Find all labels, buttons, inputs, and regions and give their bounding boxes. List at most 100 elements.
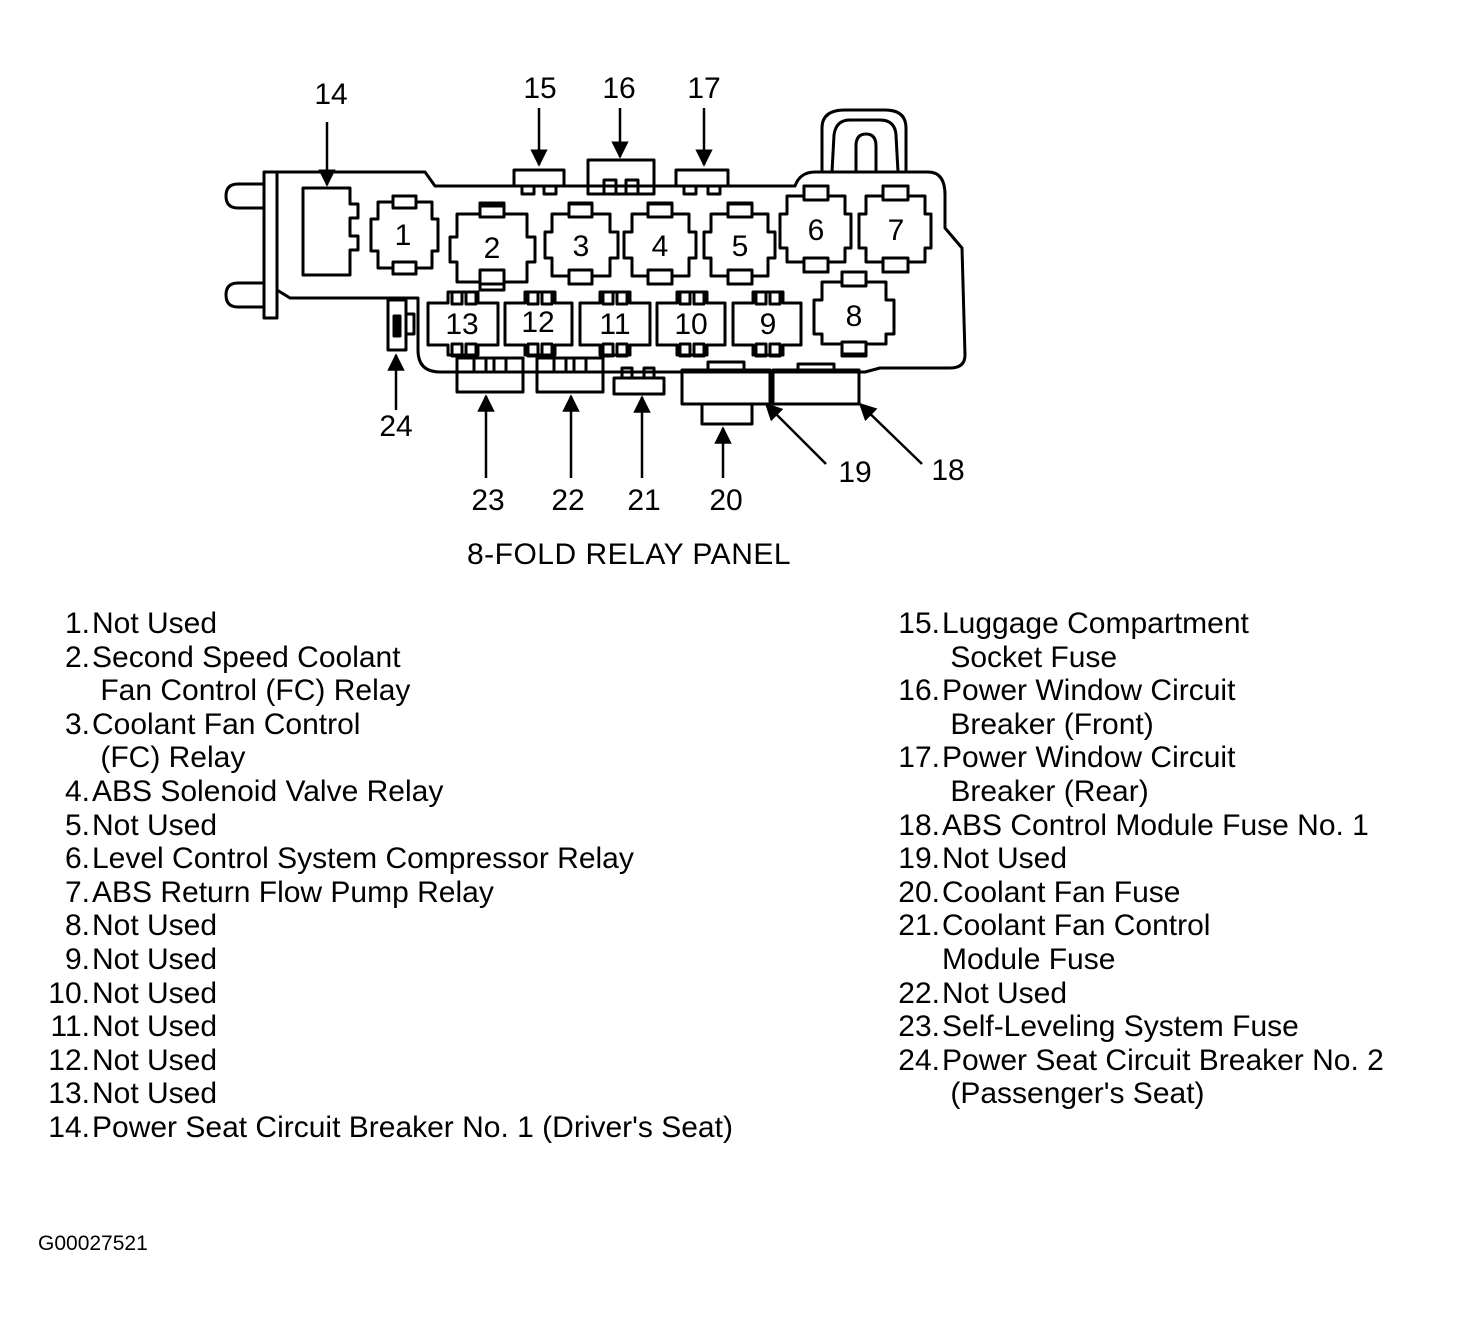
legend-item-number: 9. (64, 942, 90, 976)
legend-item-number (882, 1077, 940, 1111)
relay-3 (543, 201, 620, 286)
connector-boss-inner (830, 118, 900, 173)
legend-item-number: 18. (898, 808, 940, 842)
relay-10 (655, 290, 727, 358)
legend-item: 16.Power Window Circuit (882, 674, 1384, 708)
legend-item: 18.ABS Control Module Fuse No. 1 (882, 809, 1384, 843)
legend-item-number: 20. (898, 875, 940, 909)
legend-item: 3.Coolant Fan Control (30, 708, 733, 742)
legend-item: 5.Not Used (30, 809, 733, 843)
legend-item: 8.Not Used (30, 909, 733, 943)
fuse-20 (700, 402, 754, 426)
legend-item: 7.ABS Return Flow Pump Relay (30, 876, 733, 910)
legend-item-text: Self-Leveling System Fuse (942, 1010, 1299, 1044)
legend-item-number (882, 775, 940, 809)
legend-item-number: 7. (64, 875, 90, 909)
legend-item-number: 6. (64, 842, 90, 876)
callout-21: 21 (627, 484, 660, 517)
legend-item: 6.Level Control System Compressor Relay (30, 842, 733, 876)
legend-item: 10.Not Used (30, 977, 733, 1011)
legend-item: 13.Not Used (30, 1077, 733, 1111)
callout-24: 24 (379, 410, 412, 443)
relay-number-7: 7 (888, 214, 905, 247)
legend-item-number: 10. (48, 976, 90, 1010)
relay-2 (448, 201, 537, 292)
panel-housing (275, 170, 967, 374)
legend-item: 11.Not Used (30, 1010, 733, 1044)
legend-item-number (882, 708, 940, 742)
mounting-bracket (262, 170, 279, 320)
relay-12 (503, 290, 574, 358)
relay-number-11: 11 (599, 308, 630, 341)
legend-item: 14.Power Seat Circuit Breaker No. 1 (Dri… (30, 1111, 733, 1145)
legend-item: 20.Coolant Fan Fuse (882, 876, 1384, 910)
legend-item-text: Luggage Compartment (942, 607, 1249, 640)
legend-item: 15.Luggage Compartment (882, 607, 1384, 641)
relay-number-3: 3 (573, 230, 590, 263)
fuse-23 (455, 356, 525, 394)
diagram-title: 8-FOLD RELAY PANEL (466, 538, 792, 571)
relay-number-9: 9 (760, 308, 777, 341)
legend-item-text: (Passenger's Seat) (942, 1077, 1205, 1111)
legend-item-number: 19. (898, 842, 940, 876)
fuse-21 (612, 366, 666, 396)
callout-17: 17 (687, 72, 720, 105)
legend-item-text: Coolant Fan Control (92, 707, 361, 741)
legend-item: 17.Power Window Circuit (882, 741, 1384, 775)
legend-item: 1.Not Used (30, 607, 733, 641)
legend-item: Breaker (Rear) (882, 775, 1384, 809)
legend-item-text: Not Used (92, 1010, 218, 1044)
legend-item-number: 3. (64, 707, 90, 741)
relay-13 (426, 290, 500, 358)
legend-item: 24.Power Seat Circuit Breaker No. 2 (882, 1044, 1384, 1078)
legend-item-number: 15. (898, 607, 940, 640)
legend-item-text: ABS Solenoid Valve Relay (92, 774, 444, 808)
legend-item-number: 13. (48, 1077, 90, 1111)
figure-id: G00027521 (38, 1232, 148, 1255)
legend-item-text: ABS Control Module Fuse No. 1 (942, 808, 1369, 842)
fuse-19 (680, 360, 772, 406)
callout-23: 23 (471, 484, 504, 517)
legend-item: 19.Not Used (882, 842, 1384, 876)
legend-item-number: 1. (64, 607, 90, 640)
callout-arrows (318, 108, 923, 478)
legend-item: Module Fuse (882, 943, 1384, 977)
relay-number-13: 13 (445, 308, 478, 341)
legend-item-text: Coolant Fan Control (942, 909, 1211, 943)
fuse-16 (586, 158, 656, 196)
legend-item: 12.Not Used (30, 1044, 733, 1078)
fuse-22 (535, 356, 605, 394)
legend-item-text: Not Used (942, 976, 1068, 1010)
legend-item: (Passenger's Seat) (882, 1077, 1384, 1111)
legend-item-text: Second Speed Coolant (92, 640, 401, 674)
legend-item: 2.Second Speed Coolant (30, 641, 733, 675)
legend-item: 21.Coolant Fan Control (882, 909, 1384, 943)
legend-item-text: Fan Control (FC) Relay (92, 674, 411, 708)
legend-item-number (882, 641, 940, 675)
relay-number-6: 6 (808, 214, 825, 247)
connector-boss (820, 108, 908, 172)
callout-22: 22 (551, 484, 584, 517)
callout-labels: 14 15 16 17 18 19 20 21 22 23 24 (314, 72, 964, 517)
legend-item: (FC) Relay (30, 741, 733, 775)
legend-item-text: Not Used (92, 942, 218, 976)
legend-item-number: 24. (898, 1043, 940, 1077)
relay-11 (578, 290, 652, 358)
legend-item-number: 5. (64, 808, 90, 842)
legend-item-number: 12. (48, 1043, 90, 1077)
relay-panel-diagram: 1 2 3 4 5 6 7 8 9 10 11 12 13 14 15 16 1… (224, 72, 967, 517)
callout-20: 20 (709, 484, 742, 517)
legend-item-text: Not Used (92, 607, 218, 640)
relay-9 (731, 290, 803, 358)
legend-item-number: 4. (64, 774, 90, 808)
callout-19: 19 (838, 456, 871, 489)
relay-number-5: 5 (732, 230, 749, 263)
relay-4 (622, 201, 698, 286)
relay-number-4: 4 (652, 230, 669, 263)
fuse-18 (771, 362, 861, 406)
callout-18: 18 (931, 454, 964, 487)
callout-16: 16 (602, 72, 635, 105)
legend-item: Fan Control (FC) Relay (30, 674, 733, 708)
